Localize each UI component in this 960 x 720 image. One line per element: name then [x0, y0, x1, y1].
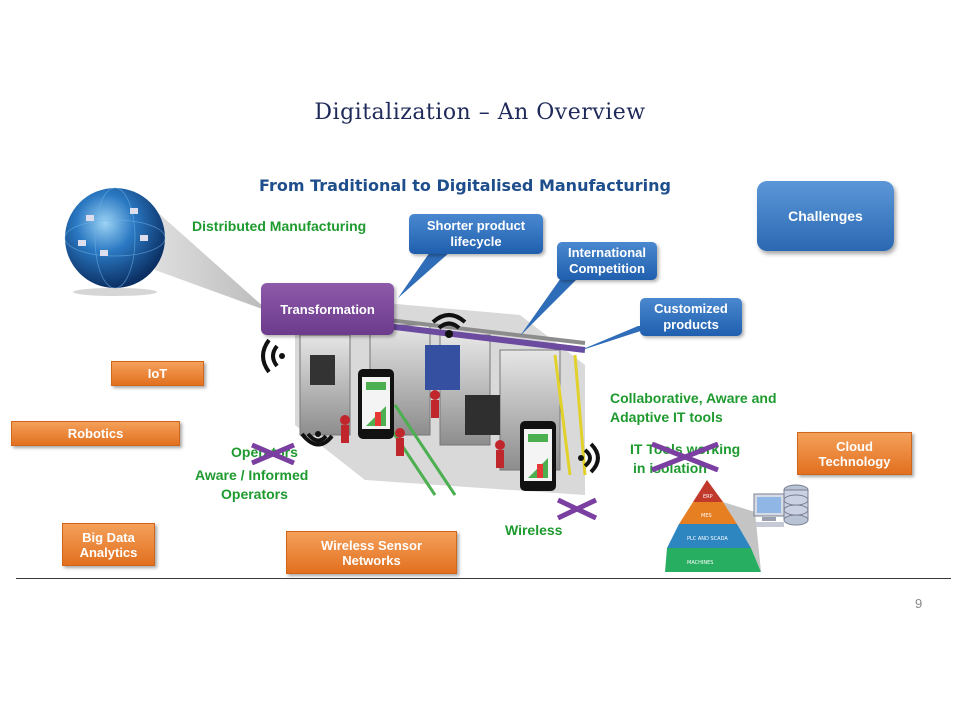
big-data-box: Big Data Analytics: [62, 523, 155, 566]
smartphone-icon: [358, 369, 394, 439]
callout-line: Shorter product: [426, 218, 526, 233]
box-line: Cloud: [836, 438, 873, 454]
collaborative-label-line1: Collaborative, Aware and: [610, 390, 777, 406]
wireless-signal-icon: [578, 442, 600, 474]
collaborative-label-line2: Adaptive IT tools: [610, 409, 723, 425]
wifi-icon: [431, 313, 467, 338]
box-line: Analytics: [79, 544, 138, 560]
box-line: Technology: [818, 453, 891, 469]
callout-line: Competition: [569, 261, 645, 276]
callout-line: International: [567, 245, 646, 260]
cross-out-mark: [651, 442, 719, 472]
challenges-button[interactable]: Challenges: [757, 181, 894, 251]
globe-icon: [65, 188, 165, 288]
automation-pyramid: ERP MES PLC AND SCADA MACHINES: [665, 480, 761, 572]
box-line: Wireless Sensor: [320, 537, 423, 553]
pyramid-text: MES: [701, 513, 712, 519]
robotics-box: Robotics: [11, 421, 180, 446]
aware-operators-line2: Operators: [221, 486, 288, 502]
transformation-box: Transformation: [261, 283, 394, 335]
wireless-sensor-networks-box: Wireless Sensor Networks: [286, 531, 457, 574]
iot-box: IoT: [111, 361, 204, 386]
cross-out-mark: [251, 443, 295, 465]
callout-line: lifecycle: [450, 234, 502, 249]
page-number: 9: [915, 596, 923, 611]
pyramid-level-mes: [679, 502, 737, 524]
wireless-signal-icon: [261, 338, 285, 374]
cross-out-mark: [556, 498, 598, 520]
shorter-lifecycle-callout: Shorter product lifecycle: [409, 214, 543, 254]
box-line: Networks: [342, 552, 401, 568]
pyramid-level-machines: [665, 548, 761, 572]
customized-products-callout: Customized products: [640, 298, 742, 336]
factory-line-illustration: [294, 295, 587, 496]
wireless-signal-icon: [300, 431, 334, 447]
it-tools-label-line2: in isolation: [633, 460, 707, 476]
aware-operators-line1: Aware / Informed: [195, 467, 309, 483]
callout-pointer: [576, 326, 656, 352]
wireless-label: Wireless: [505, 522, 563, 538]
slide-subtitle: From Traditional to Digitalised Manufact…: [259, 176, 671, 195]
pyramid-level-plc: [667, 524, 751, 548]
pyramid-text: PLC AND SCADA: [687, 536, 728, 542]
pyramid-text: ERP: [703, 494, 713, 500]
callout-pointers: [398, 252, 588, 336]
callout-line: products: [663, 317, 719, 332]
worker-figures: [340, 390, 505, 468]
computer-database-icon: [753, 484, 809, 527]
globe-graphic: [64, 187, 265, 310]
footer-divider: [16, 578, 951, 579]
distributed-manufacturing-label: Distributed Manufacturing: [192, 218, 367, 234]
callout-line: Customized: [654, 301, 728, 316]
cloud-technology-box: Cloud Technology: [797, 432, 912, 475]
international-competition-callout: International Competition: [557, 242, 657, 280]
smartphone-icon: [520, 421, 556, 491]
slide-title: Digitalization – An Overview: [314, 100, 646, 125]
pyramid-level-erp: [693, 480, 723, 502]
box-line: Big Data: [82, 529, 135, 545]
pyramid-text: MACHINES: [687, 560, 713, 566]
